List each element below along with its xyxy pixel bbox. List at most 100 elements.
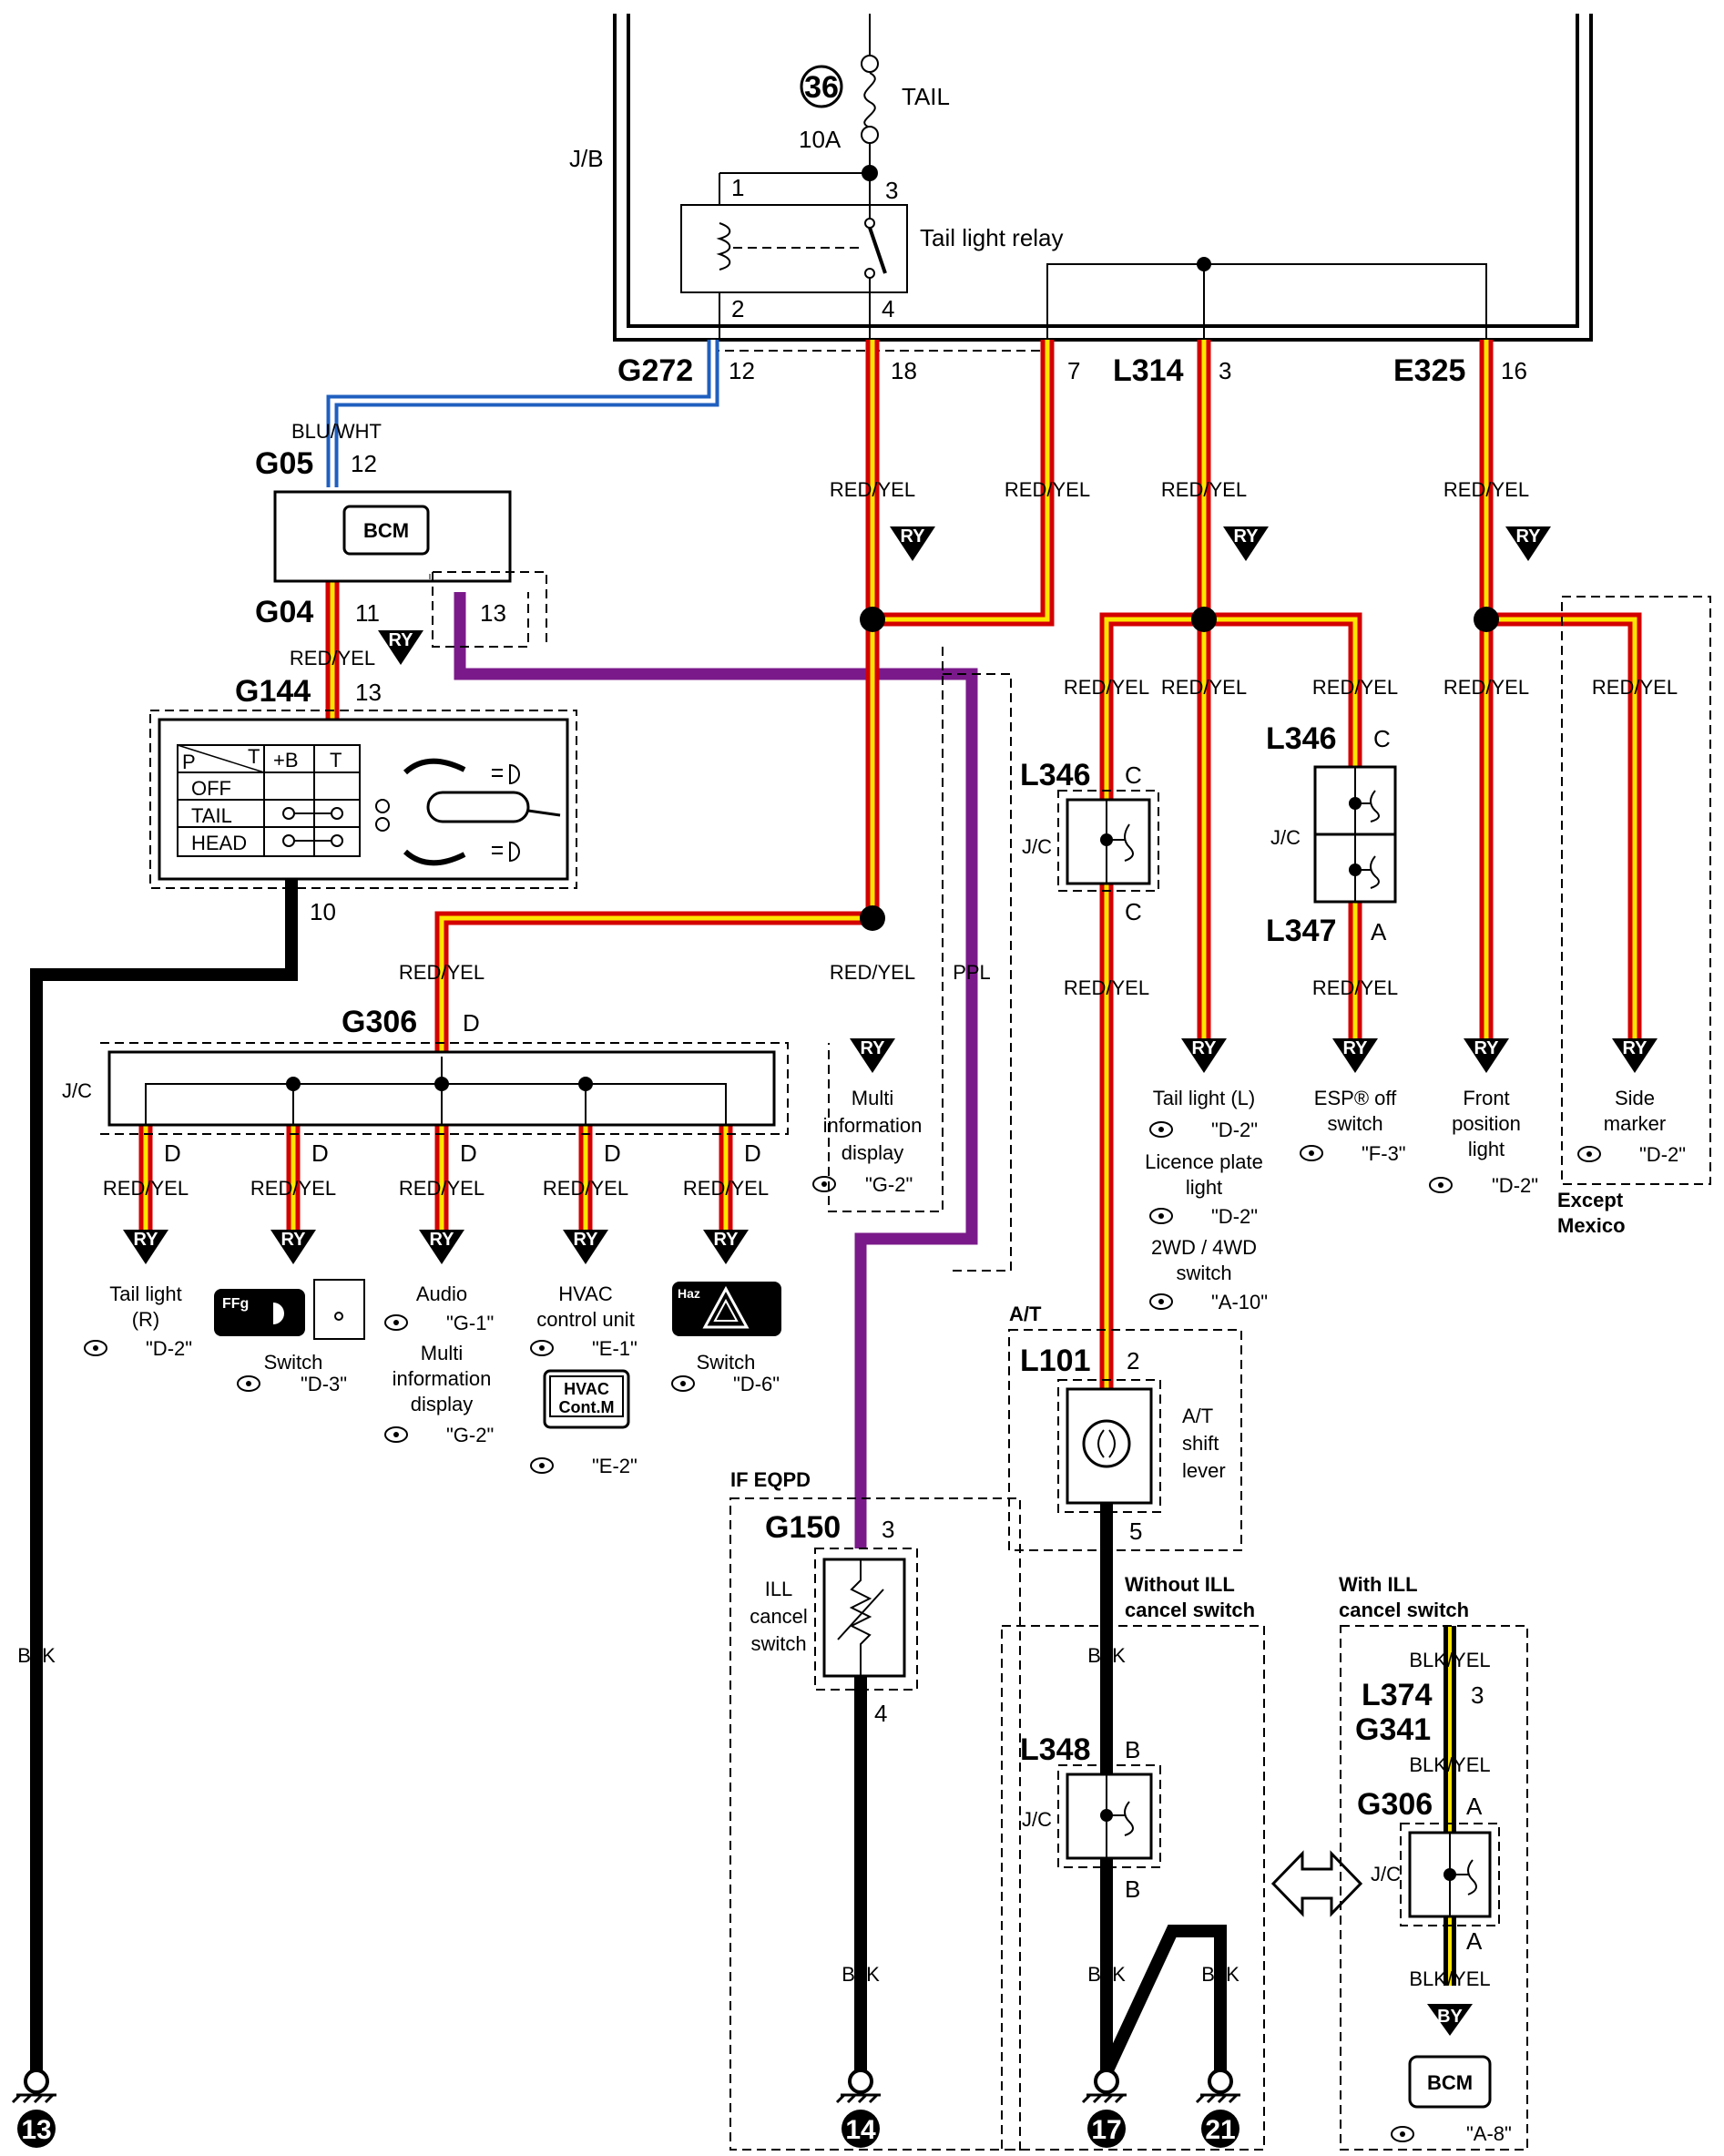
- g272-label: G272: [617, 353, 693, 388]
- svg-text:"D-2": "D-2": [146, 1337, 192, 1360]
- ry-arrow-label: RY: [900, 526, 925, 547]
- g341-label: G341: [1355, 1712, 1431, 1747]
- ry-arrow-icon: [1223, 526, 1269, 561]
- ry-arrow-label: RY: [133, 1230, 158, 1250]
- g144-label: G144: [235, 674, 311, 709]
- at-shift-lever: A/T A/T shift lever: [1008, 1303, 1242, 1551]
- wire-red-yel-stripe: [439, 915, 872, 1052]
- svg-text:Multi: Multi: [852, 1087, 893, 1109]
- jc-left-pins: D D D D D: [164, 1139, 761, 1167]
- switch-header-b: +B: [273, 749, 299, 771]
- svg-text:Front: Front: [1463, 1087, 1509, 1109]
- wire-blk-21: [1100, 1925, 1227, 2086]
- relay-pin-4: 4: [882, 295, 894, 322]
- svg-text:BLK: BLK: [842, 1963, 880, 1986]
- svg-text:Mexico: Mexico: [1557, 1214, 1626, 1237]
- svg-text:RED/YEL: RED/YEL: [830, 961, 915, 984]
- jc-l346-l347: [1313, 765, 1397, 904]
- ry-arrow-label: RY: [388, 630, 413, 650]
- svg-text:"D-2": "D-2": [1211, 1205, 1258, 1228]
- svg-text:RED/YEL: RED/YEL: [1443, 478, 1529, 501]
- wire-red-yel: [434, 911, 872, 1052]
- svg-text:cancel: cancel: [750, 1605, 808, 1628]
- fuse-number: 36: [804, 70, 839, 105]
- svg-text:Without ILL: Without ILL: [1125, 1573, 1235, 1596]
- relay-label: Tail light relay: [920, 224, 1064, 251]
- wire-blk-13: [30, 874, 298, 2086]
- svg-text:Switch: Switch: [264, 1351, 323, 1374]
- jc-label-g306b: J/C: [1371, 1863, 1401, 1885]
- sun-icon: [375, 817, 390, 832]
- svg-text:RED/YEL: RED/YEL: [683, 1177, 769, 1200]
- bcm-label: BCM: [363, 519, 409, 542]
- svg-text:light: light: [1468, 1138, 1505, 1160]
- svg-text:marker: marker: [1604, 1112, 1666, 1135]
- svg-text:RED/YEL: RED/YEL: [830, 478, 915, 501]
- svg-text:Tail light (L): Tail light (L): [1153, 1087, 1255, 1109]
- pin-7: 7: [1067, 357, 1080, 384]
- lighting-switch: P T +B T OFF TAIL HEAD: [149, 710, 577, 889]
- svg-text:display: display: [411, 1393, 473, 1415]
- svg-text:control unit: control unit: [536, 1308, 635, 1331]
- switch-header-p: P: [182, 751, 196, 773]
- rheostat-icon: [849, 1559, 872, 1676]
- fuse-name: TAIL: [902, 83, 950, 110]
- l374-label: L374: [1362, 1678, 1433, 1712]
- svg-text:RED/YEL: RED/YEL: [1443, 676, 1529, 699]
- eye-icon: [530, 1457, 554, 1474]
- ground-number: 13: [21, 2115, 51, 2145]
- switch-header-t2: T: [330, 749, 342, 771]
- g272-pin: 12: [729, 357, 755, 384]
- svg-text:Side: Side: [1615, 1087, 1655, 1109]
- if-eqpd-label: IF EQPD: [730, 1468, 811, 1491]
- svg-text:"D-2": "D-2": [1639, 1143, 1686, 1166]
- svg-text:cancel switch: cancel switch: [1125, 1599, 1255, 1621]
- svg-text:D: D: [604, 1139, 621, 1167]
- ground-14: 14: [835, 2069, 881, 2148]
- svg-text:"G-2": "G-2": [865, 1173, 913, 1196]
- svg-text:RED/YEL: RED/YEL: [399, 961, 485, 984]
- bcm-icon: [342, 505, 430, 556]
- svg-text:switch: switch: [1327, 1112, 1382, 1135]
- svg-text:"D-3": "D-3": [301, 1373, 347, 1395]
- svg-text:"G-2": "G-2": [446, 1424, 494, 1446]
- l314-pin: 3: [1219, 357, 1231, 384]
- g306b-pin-top: A: [1466, 1793, 1483, 1820]
- eye-icon: [1577, 1146, 1601, 1162]
- svg-text:D: D: [311, 1139, 329, 1167]
- svg-text:A/T: A/T: [1182, 1405, 1213, 1427]
- svg-text:information: information: [393, 1367, 492, 1390]
- svg-text:"D-2": "D-2": [1211, 1119, 1258, 1141]
- svg-text:(R): (R): [132, 1308, 160, 1331]
- eye-icons: [84, 1121, 1601, 1474]
- relay-pin-3: 3: [885, 177, 898, 204]
- ry-arrow-icon: [703, 1230, 749, 1264]
- svg-text:"E-1": "E-1": [592, 1337, 638, 1360]
- svg-text:lever: lever: [1182, 1459, 1226, 1482]
- fuse-symbol: [863, 72, 876, 128]
- load-labels: Multi information display "G-2" Tail lig…: [109, 1087, 1686, 1477]
- svg-text:"G-1": "G-1": [446, 1312, 494, 1334]
- relay-pin-1: 1: [731, 174, 744, 201]
- svg-text:switch: switch: [1176, 1262, 1231, 1284]
- g306b-label: G306: [1357, 1787, 1433, 1822]
- ry-arrow-icon: [1332, 1038, 1378, 1073]
- at-label: A/T: [1009, 1303, 1042, 1325]
- svg-text:"A-8": "A-8": [1466, 2122, 1512, 2145]
- svg-text:Licence plate: Licence plate: [1145, 1150, 1263, 1173]
- svg-text:With ILL: With ILL: [1339, 1573, 1418, 1596]
- eye-icon: [1149, 1208, 1173, 1224]
- svg-text:Multi: Multi: [421, 1342, 463, 1364]
- bcm-dashed-area: [432, 572, 529, 648]
- ground-13: 13: [11, 2069, 56, 2148]
- ry-arrow-icon: [123, 1230, 168, 1264]
- bcm-small-icon: [1408, 2055, 1492, 2109]
- ground-number: 17: [1091, 2115, 1121, 2145]
- jc-label-l348: J/C: [1022, 1808, 1052, 1831]
- switch-row-head: HEAD: [191, 832, 247, 854]
- svg-text:shift: shift: [1182, 1432, 1219, 1455]
- l348-label: L348: [1020, 1732, 1091, 1767]
- svg-text:RED/YEL: RED/YEL: [1161, 676, 1247, 699]
- ground-number: 21: [1205, 2115, 1235, 2145]
